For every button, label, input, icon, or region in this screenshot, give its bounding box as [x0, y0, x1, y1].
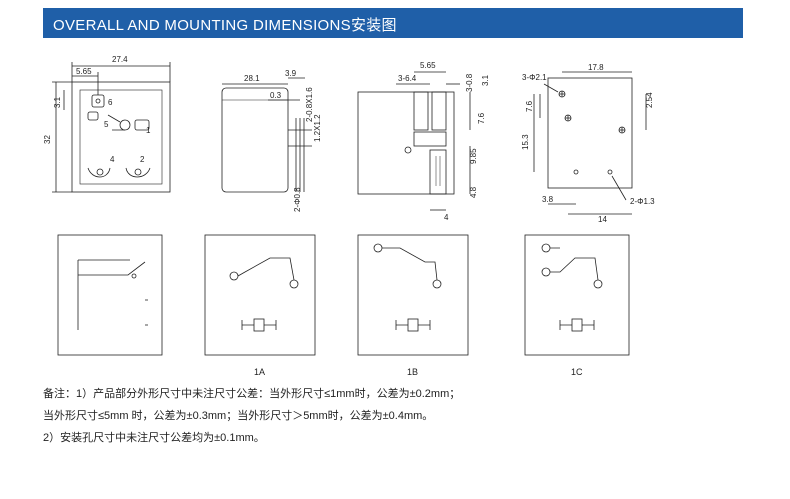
- dim-right: 2.54: [645, 92, 654, 108]
- dim-length: 28.1: [244, 74, 260, 83]
- dim-v-c: 4.8: [469, 186, 478, 198]
- dim-gap-b: 3.1: [481, 74, 490, 86]
- pcb-layout-view: [533, 71, 647, 215]
- dim-pin-a: 2-0.8X1.6: [305, 87, 314, 122]
- dim-pin-length: 3.9: [285, 69, 297, 78]
- dim-slot: 3-6.4: [398, 74, 417, 83]
- dim-v-a: 7.6: [477, 112, 486, 124]
- schematic-box-1c: [524, 234, 630, 356]
- relay-front-view: [221, 77, 312, 193]
- notes-section: 备注：1）产品部分外形尺寸中未注尺寸公差：当外形尺寸≤1mm时，公差为±0.2m…: [43, 383, 743, 449]
- dimension-drawing: 27.4 5.65 3.1 32 6 5 1 4 2 28.1 3.9 0.3 …: [43, 55, 655, 377]
- pin-label-6: 6: [108, 98, 113, 107]
- schematic-box-0: [57, 234, 163, 356]
- dim-top-width: 5.65: [420, 61, 436, 70]
- dim-pin-b: 1.2X1.2: [313, 114, 322, 142]
- dim-top-offset: 3.1: [53, 96, 62, 108]
- note-line-3: 2）安装孔尺寸中未注尺寸公差均为±0.1mm。: [43, 432, 265, 444]
- dim-height: 32: [43, 135, 52, 144]
- dim-left-a: 7.6: [525, 100, 534, 112]
- dim-v-b: 9.85: [469, 148, 478, 164]
- dim-pin-step: 0.3: [270, 91, 282, 100]
- dim-pin-c: 2-Φ0.8: [293, 187, 302, 212]
- note-line-2: 当外形尺寸≤5mm 时，公差为±0.3mm；当外形尺寸＞5mm时，公差为±0.4…: [43, 410, 434, 422]
- pin-label-1: 1: [146, 126, 151, 135]
- pin-label-4: 4: [110, 155, 115, 164]
- schematic-box-1a: [204, 234, 316, 356]
- page-title: OVERALL AND MOUNTING DIMENSIONS安装图: [53, 17, 397, 34]
- schematic-box-1b: [357, 234, 469, 356]
- relay-top-view: [52, 62, 171, 193]
- schematic-label-1c: 1C: [571, 367, 583, 377]
- pin-label-2: 2: [140, 155, 145, 164]
- dim-holes-bottom: 2-Φ1.3: [630, 197, 655, 206]
- dim-gap-a: 3-0.8: [465, 73, 474, 92]
- dim-pcb-width: 17.8: [588, 63, 604, 72]
- pin-label-5: 5: [104, 120, 109, 129]
- dim-left-b: 15.3: [521, 134, 530, 150]
- dim-bottom-left: 3.8: [542, 195, 554, 204]
- dim-width: 27.4: [112, 55, 128, 64]
- schematic-label-1b: 1B: [407, 367, 418, 377]
- dim-bottom: 4: [444, 213, 449, 222]
- dim-pin-offset: 5.65: [76, 67, 92, 76]
- header-banner: OVERALL AND MOUNTING DIMENSIONS安装图: [43, 8, 743, 38]
- dim-holes-top: 3-Φ2.1: [522, 73, 547, 82]
- note-line-1: 备注：1）产品部分外形尺寸中未注尺寸公差：当外形尺寸≤1mm时，公差为±0.2m…: [43, 388, 461, 400]
- schematic-label-1a: 1A: [254, 367, 265, 377]
- relay-bottom-view: [357, 71, 471, 211]
- dim-bottom-width: 14: [598, 215, 607, 224]
